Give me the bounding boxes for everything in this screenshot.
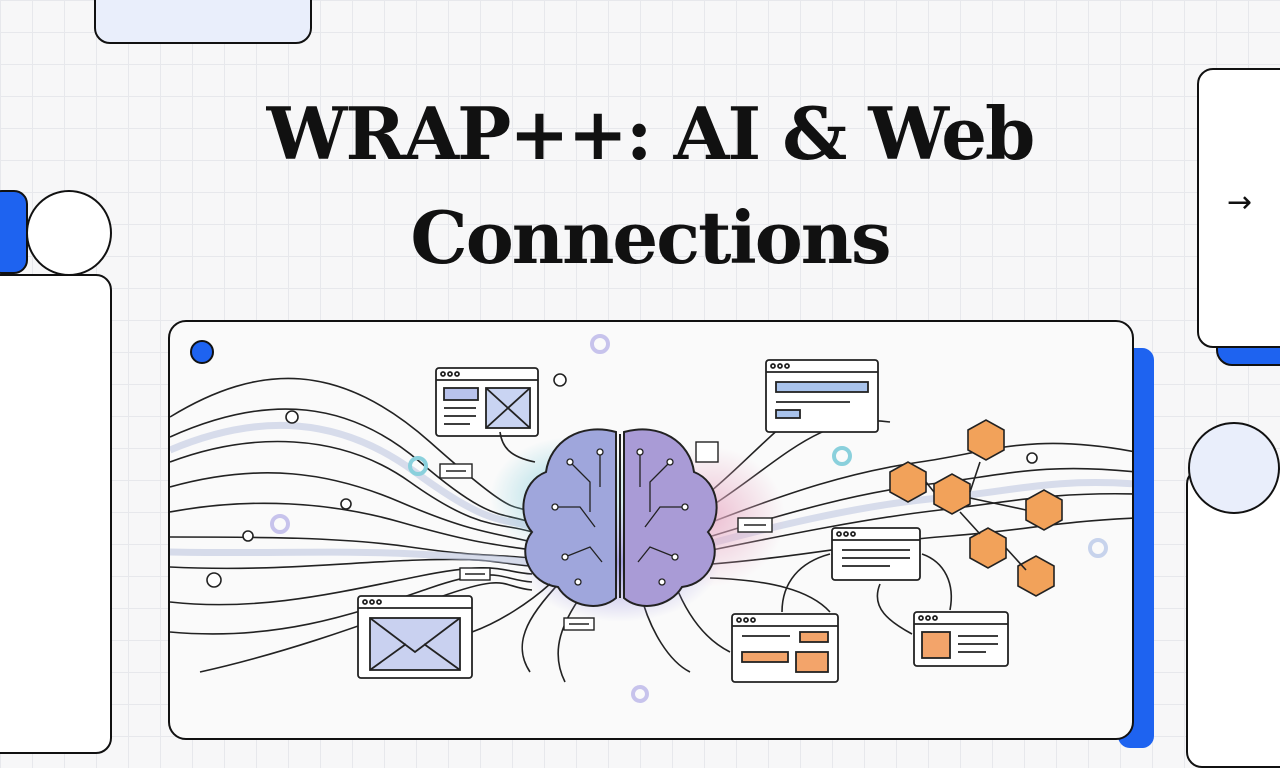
message-tags: [439, 441, 773, 631]
slide-title-line-1: WRAP++: AI & Web: [266, 91, 1036, 176]
left-side-panel: [0, 274, 112, 754]
hexagon-network-icon: [889, 419, 1063, 597]
brain-circuit-icon: [522, 428, 718, 607]
right-circle-decoration: [1188, 422, 1280, 514]
top-tab-panel: [94, 0, 312, 44]
brain-circuit-traces: [551, 448, 689, 586]
card-window-icon: [913, 611, 1009, 667]
left-accent-bar: [0, 190, 28, 274]
next-slide-panel[interactable]: →: [1197, 68, 1280, 348]
network-illustration: [170, 334, 1132, 703]
browser-window-icon-2: [765, 359, 879, 433]
connection-arrows: [471, 431, 952, 635]
slide-title-line-2: Connections: [410, 195, 891, 280]
right-arrow-icon[interactable]: →: [1227, 185, 1253, 220]
illustration-frame: [168, 320, 1134, 740]
frame-corner-dot: [190, 340, 214, 364]
left-circle-decoration: [26, 190, 112, 276]
decorative-rings: [270, 334, 1108, 703]
stream-nodes: [206, 373, 1038, 588]
slide-title: WRAP++: AI & Web Connections: [200, 82, 1100, 290]
browser-window-icon: [435, 367, 539, 437]
content-window-icon: [731, 613, 839, 683]
email-icon: [357, 595, 473, 679]
list-window-icon: [831, 527, 921, 581]
right-lower-panel: [1186, 468, 1280, 768]
